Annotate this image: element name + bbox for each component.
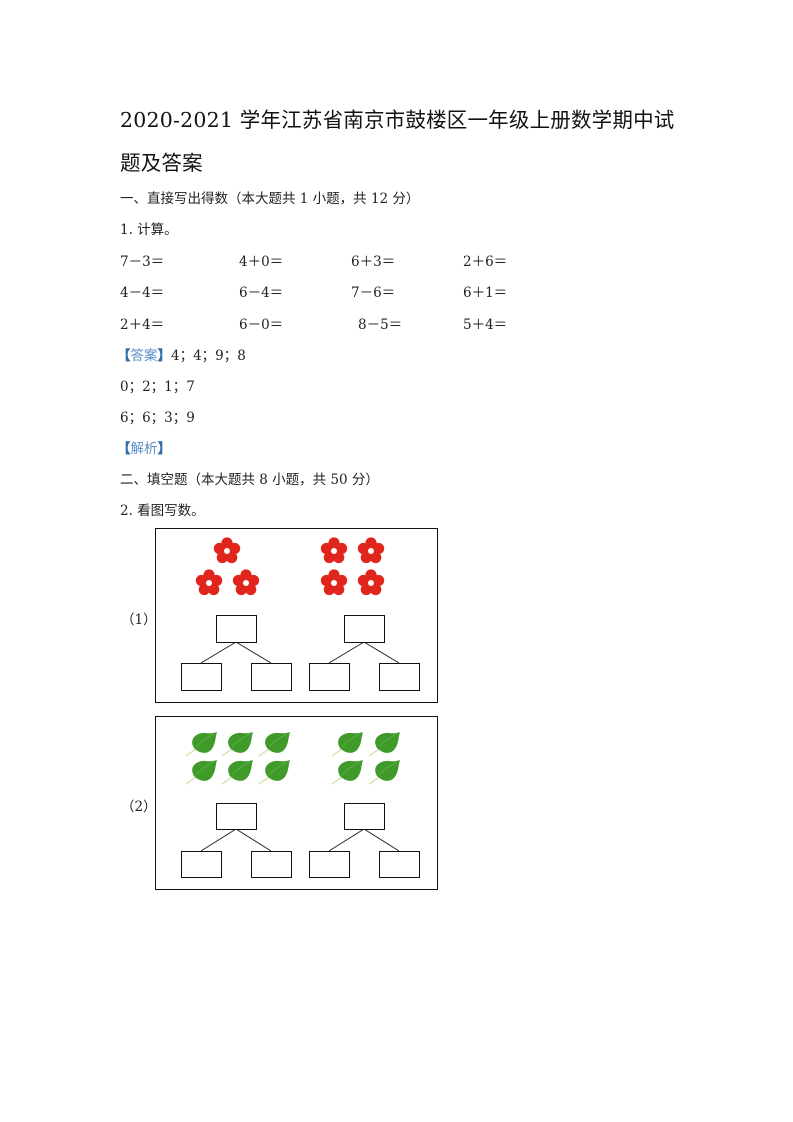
answer-line-1: 【答案】4；4；9；8 [117,344,246,364]
calc-item: 4＋0＝ [239,254,284,270]
calc-item: 2＋6＝ [463,254,508,270]
answer-line-2: 0；2；1；7 [120,379,195,395]
answer-box-total[interactable] [216,615,257,643]
analysis-label-open: 【 [117,441,131,457]
answer-line-3: 6；6；3；9 [120,410,195,426]
calc-item: 8－5＝ [358,317,403,333]
document-title-line2: 题及答案 [120,151,203,175]
answer-box-part[interactable] [181,663,222,691]
answer-label-open: 【 [117,348,131,364]
question1-prompt: 1. 计算。 [120,222,178,238]
calc-item: 6－0＝ [239,317,284,333]
calc-item: 2＋4＝ [120,317,165,333]
answer-box-total[interactable] [344,615,385,643]
answer-box-part[interactable] [309,851,350,878]
calc-item: 6＋3＝ [351,254,396,270]
calc-item: 5＋4＝ [463,317,508,333]
figure2-label: （2） [121,799,157,815]
answer-box-part[interactable] [379,663,420,691]
calc-item: 7－3＝ [120,254,165,270]
calc-item: 6＋1＝ [463,285,508,301]
answer-values: 4；4；9；8 [171,348,246,364]
analysis-label-close: 】 [157,441,172,457]
calc-item: 6－4＝ [239,285,284,301]
answer-box-total[interactable] [344,803,385,830]
answer-box-part[interactable] [309,663,350,691]
answer-box-total[interactable] [216,803,257,830]
calc-item: 7－6＝ [351,285,396,301]
answer-box-part[interactable] [251,851,292,878]
analysis-label-text: 解析 [130,441,158,457]
analysis-label: 【解析】 [117,437,171,457]
calc-item: 4－4＝ [120,285,165,301]
figure1-label: （1） [121,612,157,628]
answer-box-part[interactable] [251,663,292,691]
document-title-line1: 2020-2021 学年江苏省南京市鼓楼区一年级上册数学期中试 [120,108,675,132]
answer-label-close: 】 [157,348,172,364]
answer-label: 答案 [130,348,158,364]
section1-heading: 一、直接写出得数（本大题共 1 小题，共 12 分） [120,191,420,207]
answer-box-part[interactable] [181,851,222,878]
question2-prompt: 2. 看图写数。 [120,503,205,519]
section2-heading: 二、填空题（本大题共 8 小题，共 50 分） [120,472,379,488]
answer-box-part[interactable] [379,851,420,878]
